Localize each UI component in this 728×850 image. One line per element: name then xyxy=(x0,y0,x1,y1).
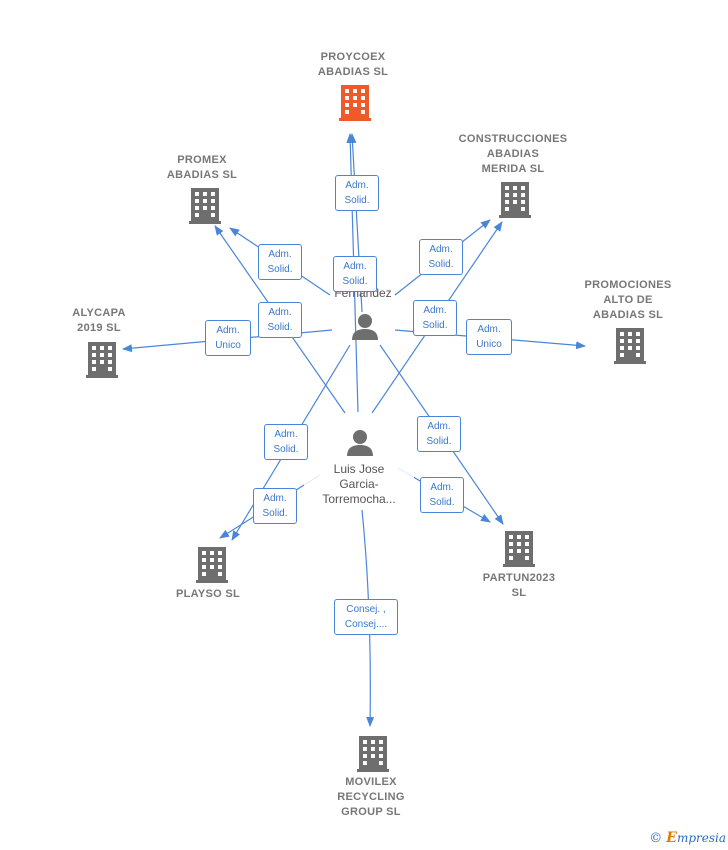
relation-label[interactable]: Adm. Solid. xyxy=(258,302,302,338)
company-label-construcciones[interactable]: CONSTRUCCIONES ABADIAS MERIDA SL xyxy=(458,133,568,175)
relation-label[interactable]: Adm. Solid. xyxy=(335,175,379,211)
building-icon[interactable] xyxy=(189,188,221,224)
copyright-icon: © xyxy=(649,831,663,846)
building-icon[interactable] xyxy=(357,736,389,772)
building-icon-highlight[interactable] xyxy=(339,85,371,121)
brand-initial: E xyxy=(666,830,677,846)
relation-label[interactable]: Adm. Solid. xyxy=(420,477,464,513)
person-label-2[interactable]: Luis Jose Garcia- Torremocha... xyxy=(304,462,414,507)
relation-label[interactable]: Adm. Solid. xyxy=(413,300,457,336)
relation-label[interactable]: Adm. Unico xyxy=(205,320,251,356)
relation-label[interactable]: Adm. Unico xyxy=(466,319,512,355)
relation-label[interactable]: Adm. Solid. xyxy=(417,416,461,452)
person-icon[interactable] xyxy=(351,312,379,340)
building-icon[interactable] xyxy=(614,328,646,364)
relation-label[interactable]: Adm. Solid. xyxy=(253,488,297,524)
company-label-promex[interactable]: PROMEX ABADIAS SL xyxy=(166,154,238,181)
company-label-alycapa[interactable]: ALYCAPA 2019 SL xyxy=(72,307,126,334)
company-label-movilex[interactable]: MOVILEX RECYCLING GROUP SL xyxy=(337,776,405,818)
brand-name: mpresia xyxy=(676,831,726,845)
company-label-promociones[interactable]: PROMOCIONES ALTO DE ABADIAS SL xyxy=(584,279,672,321)
relation-label[interactable]: Adm. Solid. xyxy=(258,244,302,280)
building-icon[interactable] xyxy=(499,182,531,218)
building-icon[interactable] xyxy=(503,531,535,567)
company-label-playso[interactable]: PLAYSO SL xyxy=(175,588,241,600)
relation-label[interactable]: Adm. Solid. xyxy=(264,424,308,460)
building-icon[interactable] xyxy=(196,547,228,583)
building-icon[interactable] xyxy=(86,342,118,378)
relation-label[interactable]: Adm. Solid. xyxy=(333,256,377,292)
company-label-proycoex[interactable]: PROYCOEX ABADIAS SL xyxy=(317,51,389,78)
empresia-logo[interactable]: ©Empresia xyxy=(649,830,726,846)
person-icon[interactable] xyxy=(346,428,374,456)
relation-label[interactable]: Adm. Solid. xyxy=(419,239,463,275)
relation-label[interactable]: Consej. , Consej.... xyxy=(334,599,398,635)
company-label-partun2023[interactable]: PARTUN2023 SL xyxy=(482,572,556,599)
